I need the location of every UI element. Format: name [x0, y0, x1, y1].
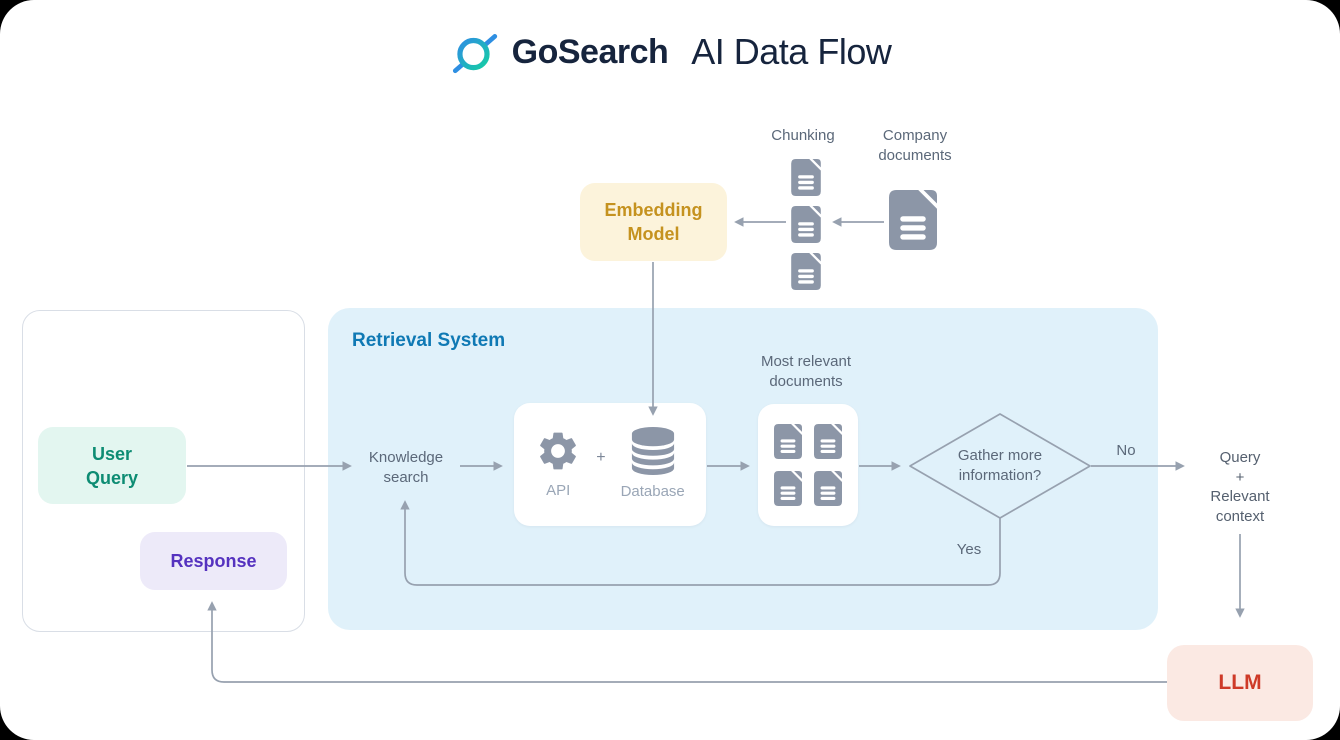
brand-name: GoSearch — [511, 32, 669, 71]
query-context-label: Query + Relevant context — [1210, 449, 1270, 525]
yes-label: Yes — [956, 541, 982, 558]
no-label: No — [1116, 442, 1136, 459]
response-node: Response — [140, 532, 287, 590]
retrieval-system-title: Retrieval System — [352, 330, 506, 351]
api-database-node: API + Database — [514, 403, 706, 526]
gosearch-logo-icon — [452, 34, 497, 74]
embedding-model-node: Embedding Model — [580, 183, 727, 261]
api-label: API — [546, 482, 571, 499]
chunk-document-icon — [791, 206, 821, 243]
gear-icon — [535, 428, 581, 474]
document-icon — [814, 424, 842, 459]
database-icon — [630, 427, 676, 475]
user-query-label: User Query — [85, 443, 139, 488]
llm-label: LLM — [1218, 671, 1262, 694]
plus-sign: + — [596, 448, 606, 466]
document-icon — [774, 471, 802, 506]
response-label: Response — [170, 550, 257, 571]
chunk-document-icon — [791, 253, 821, 290]
relevant-documents-node — [758, 404, 858, 526]
llm-node: LLM — [1167, 645, 1313, 721]
knowledge-search-label: Knowledge search — [368, 449, 444, 486]
document-icon — [814, 471, 842, 506]
user-query-node: User Query — [38, 427, 186, 504]
document-icon — [774, 424, 802, 459]
company-documents-label: Company documents — [878, 127, 952, 164]
company-document-icon — [889, 188, 937, 252]
most-relevant-documents-label: Most relevant documents — [760, 353, 852, 390]
page-title: AI Data Flow — [691, 31, 892, 72]
decision-label: Gather more information? — [957, 447, 1043, 484]
chunk-document-icon — [791, 159, 821, 196]
chunking-label: Chunking — [771, 127, 835, 144]
page-header: GoSearch AI Data Flow — [0, 22, 1340, 82]
embedding-model-label: Embedding Model — [604, 200, 703, 244]
database-label: Database — [620, 483, 685, 500]
